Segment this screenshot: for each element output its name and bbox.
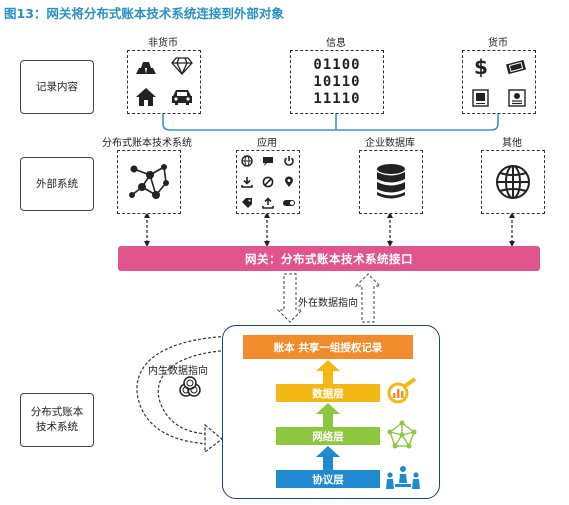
toggle-icon <box>278 192 299 213</box>
external-flow-label: 外在数据指向 <box>298 298 358 309</box>
internal-flow-arrowhead <box>204 423 223 454</box>
caption-non-currency: 非货币 <box>148 38 178 49</box>
binary-line-1: 01100 <box>313 56 361 73</box>
certificate-icon <box>499 82 535 113</box>
box-ext-db <box>359 150 423 214</box>
external-flow-arrow <box>276 273 304 323</box>
row-label-external: 外部系统 <box>20 157 94 211</box>
row-label-dlt-line1: 分布式账本 <box>30 406 84 418</box>
house-icon <box>128 81 164 113</box>
box-ext-dlt <box>117 150 181 214</box>
location-pin-icon <box>278 172 299 193</box>
row-label-records: 记录内容 <box>20 60 94 114</box>
figure-title: 图13：网关将分布式账本技术系统连接到外部对象 <box>4 6 284 21</box>
network-layer: 网络层 <box>276 427 380 445</box>
document-icon <box>463 82 499 113</box>
caption-ext-apps: 应用 <box>257 138 277 149</box>
network-layer-label: 网络层 <box>312 430 344 443</box>
database-icon <box>377 164 405 199</box>
row-label-external-text: 外部系统 <box>36 177 78 190</box>
box-ext-apps <box>236 150 300 214</box>
coins-icon <box>178 376 202 402</box>
internal-flow-label: 内生数据指向 <box>148 366 208 377</box>
data-layer-label: 数据层 <box>312 387 344 400</box>
globe-icon <box>237 151 258 172</box>
diamond-icon <box>164 51 200 81</box>
box-currency: $ <box>462 50 536 114</box>
arrow-network-to-data <box>316 403 340 428</box>
protocol-layer: 协议层 <box>276 470 380 488</box>
dollar-icon: $ <box>474 54 488 79</box>
gateway-bar: 网关：分布式账本技术系统接口 <box>118 246 540 271</box>
gold-bars-icon <box>128 51 164 81</box>
gateway-label: 网关：分布式账本技术系统接口 <box>245 251 413 266</box>
ledger-layer-label: 账本 共享一组授权记录 <box>273 341 383 354</box>
tag-icon <box>237 192 258 213</box>
caption-currency: 货币 <box>488 38 508 49</box>
box-non-currency <box>127 50 201 114</box>
upload-icon <box>258 192 279 213</box>
download-icon <box>237 172 258 193</box>
binary-line-3: 11110 <box>313 90 361 107</box>
box-info: 01100 10110 11110 <box>290 50 384 114</box>
binary-line-2: 10110 <box>313 73 361 90</box>
records-bracket <box>162 113 499 131</box>
arrow-protocol-to-network <box>316 446 340 471</box>
protocol-layer-label: 协议层 <box>312 473 344 486</box>
internal-flow-arrow <box>136 335 237 445</box>
caption-info: 信息 <box>326 38 346 49</box>
caption-ext-dlt: 分布式账本技术系统 <box>102 138 192 149</box>
power-icon <box>278 151 299 172</box>
box-ext-other <box>481 150 545 214</box>
car-icon <box>164 81 200 113</box>
ledger-layer: 账本 共享一组授权记录 <box>243 335 413 359</box>
block-icon <box>258 172 279 193</box>
caption-ext-db: 企业数据库 <box>365 138 415 149</box>
row-label-records-text: 记录内容 <box>36 80 78 93</box>
chat-icon <box>258 151 279 172</box>
cash-icon <box>499 51 535 82</box>
arrow-data-to-ledger <box>316 360 340 385</box>
external-flow-up-arrow <box>354 273 382 323</box>
network-graph-icon <box>129 164 169 199</box>
row-label-dlt-line2: 技术系统 <box>36 421 78 433</box>
data-search-icon <box>387 377 417 404</box>
network-mesh-icon <box>387 420 417 449</box>
globe-icon <box>496 165 530 199</box>
data-layer: 数据层 <box>276 384 380 402</box>
people-meeting-icon <box>386 466 420 489</box>
caption-ext-other: 其他 <box>502 138 522 149</box>
row-label-dlt: 分布式账本 技术系统 <box>20 393 94 447</box>
